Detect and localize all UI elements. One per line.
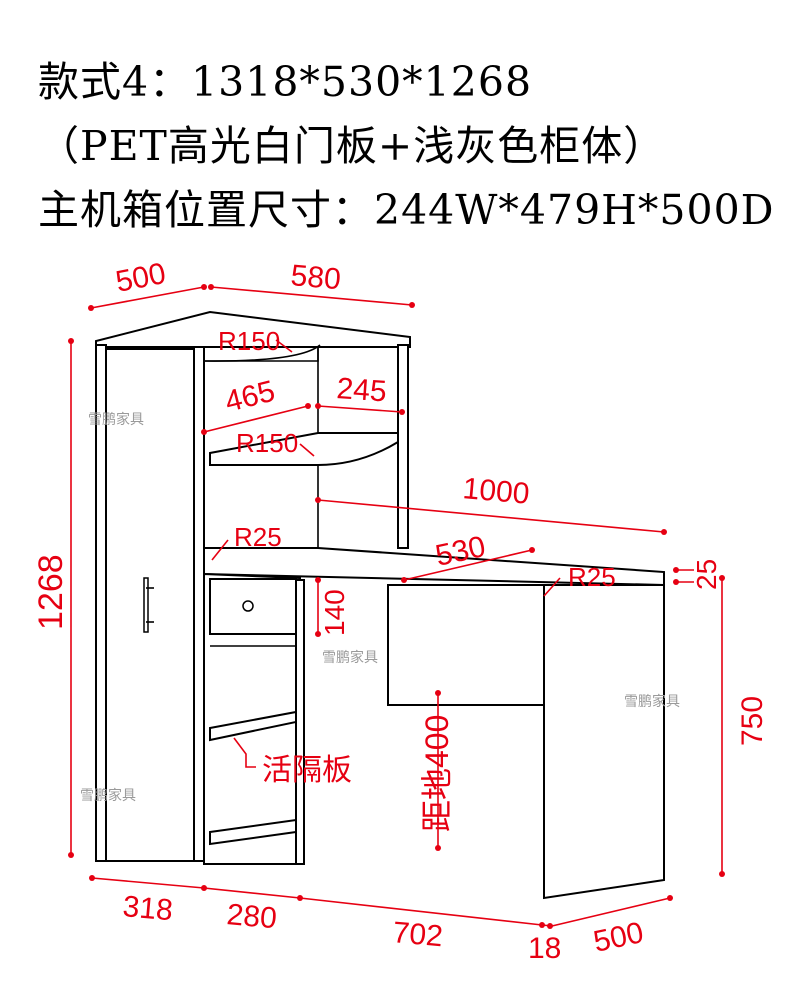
dim-mid-left: 465 bbox=[222, 375, 279, 419]
watermarks: 雪鹏家具 雪鹏家具 雪鹏家具 雪鹏家具 bbox=[80, 411, 680, 804]
wardrobe-door bbox=[105, 348, 195, 862]
dim-desk-height: 750 bbox=[736, 696, 769, 746]
watermark: 雪鹏家具 bbox=[624, 693, 680, 710]
dim-top-radius: R150 bbox=[218, 326, 280, 356]
dim-shelf-radius: R150 bbox=[236, 428, 298, 458]
furniture-outline bbox=[95, 310, 665, 900]
title-material: （PET高光白门板+浅灰色柜体） bbox=[38, 122, 666, 170]
dimension-lines bbox=[68, 284, 725, 929]
dim-desk-thickness: 25 bbox=[691, 559, 722, 590]
dim-desk-corner-right: R25 bbox=[568, 562, 616, 592]
dim-bottom-d: 18 bbox=[528, 932, 561, 965]
dim-clearance: 距地400 bbox=[419, 715, 455, 832]
dim-bottom-depth: 500 bbox=[591, 916, 647, 959]
dim-total-height: 1268 bbox=[32, 554, 70, 630]
door-handle bbox=[143, 577, 149, 633]
dim-top-depth: 500 bbox=[113, 257, 168, 299]
dim-desk-corner-left: R25 bbox=[234, 522, 282, 552]
dim-bottom-b: 280 bbox=[225, 898, 278, 935]
modesty-panel bbox=[387, 584, 545, 706]
dim-bottom-c: 702 bbox=[391, 916, 444, 953]
watermark: 雪鹏家具 bbox=[80, 787, 136, 804]
dim-drawer-height: 140 bbox=[319, 589, 350, 636]
upper-right-side bbox=[397, 344, 409, 549]
wardrobe-partition bbox=[193, 346, 205, 862]
title-model: 款式4：1318*530*1268 bbox=[38, 58, 533, 106]
shelf-note: 活隔板 bbox=[262, 754, 352, 787]
upper-shelf bbox=[209, 432, 399, 466]
watermark: 雪鹏家具 bbox=[88, 411, 144, 428]
title-pc-box-size: 主机箱位置尺寸：244W*479H*500D bbox=[38, 186, 775, 234]
drawer-knob bbox=[242, 600, 254, 612]
dim-mid-right: 245 bbox=[336, 372, 388, 408]
dim-top-width: 580 bbox=[289, 259, 342, 296]
dim-bottom-a: 318 bbox=[121, 890, 174, 927]
cabinet-side bbox=[295, 579, 305, 865]
watermark: 雪鹏家具 bbox=[322, 649, 378, 666]
desk-leg bbox=[543, 584, 665, 900]
dimension-labels: 500 580 R150 465 245 R150 1000 R25 530 R… bbox=[32, 257, 769, 965]
dim-desk-length: 1000 bbox=[461, 472, 530, 511]
